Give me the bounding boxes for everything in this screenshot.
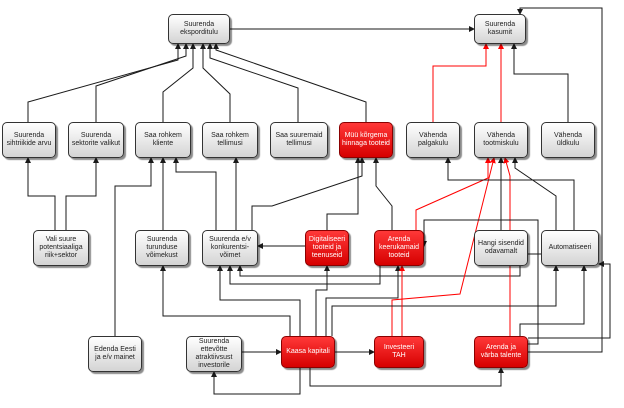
node-hangi-sisendid-odavamalt[interactable]: Hangi sisendid odavamalt xyxy=(474,230,528,266)
node-saa-rohkem-kliente[interactable]: Saa rohkem kliente xyxy=(135,122,191,158)
node-suurenda-turunduse-voimekust[interactable]: Suurenda turunduse võimekust xyxy=(135,230,189,266)
edge-auto-tootmiskulu xyxy=(512,157,557,230)
edge-sektor-eksport xyxy=(95,43,189,122)
node-investeeri-tah[interactable]: Investeeri TAH xyxy=(374,336,424,368)
edge-suuremaid-eksport xyxy=(207,43,299,122)
node-label: Müü kõrgema hinnaga tooteid xyxy=(342,132,390,147)
edge-kapital-digi xyxy=(315,265,330,336)
edge-palgakulu-kasum xyxy=(432,43,489,122)
node-label: Suurenda sihtriikide arvu xyxy=(6,132,52,147)
edge-talent-kasum-loop xyxy=(517,7,603,353)
node-label: Hangi sisendid odavamalt xyxy=(478,240,524,255)
node-suurenda-eksporditulu[interactable]: Suurenda eksporditulu xyxy=(168,14,230,44)
node-label: Suurenda kasumit xyxy=(484,21,516,36)
edge-auto-palgakulu xyxy=(445,157,575,230)
edge-kapital-talent xyxy=(309,367,504,387)
node-label: Suurenda turunduse võimekust xyxy=(146,236,178,259)
node-vali-suure-potentsiaaliga-riik-sektor[interactable]: Vali suure potentsiaaliga riik+sektor xyxy=(33,230,89,266)
edge-arenda-myyk xyxy=(373,157,393,230)
node-label: Vali suure potentsiaaliga riik+sektor xyxy=(39,236,83,259)
edge-kapital-arenda xyxy=(325,265,401,336)
node-suurenda-sektorite-valikut[interactable]: Suurenda sektorite valikut xyxy=(68,122,124,158)
node-vahenda-tootmiskulu[interactable]: Vähenda tootmiskulu xyxy=(474,122,528,158)
edge-kliente-eksport xyxy=(162,43,196,122)
node-label: Vähenda palgakulu xyxy=(418,132,448,147)
node-label: Vähenda tootmiskulu xyxy=(483,132,519,147)
node-label: Kaasa kapitali xyxy=(286,348,330,355)
node-label: Suurenda eksporditulu xyxy=(180,21,218,36)
node-arenda-ja-varba-talente[interactable]: Arenda ja värba talente xyxy=(474,336,528,368)
edge-vali-sektor xyxy=(65,157,99,230)
node-suurenda-sihtriikide-arvu[interactable]: Suurenda sihtriikide arvu xyxy=(2,122,56,158)
node-arenda-keerukamaid-tooteid[interactable]: Arenda keerukamaid tooteid xyxy=(374,230,424,266)
node-label: Investeeri TAH xyxy=(383,344,415,359)
edge-talent-auto xyxy=(519,265,587,336)
node-label: Vähenda üldkulu xyxy=(553,132,583,147)
node-label: Digitaliseeri tooteid ja teenuseid xyxy=(308,236,346,259)
node-label: Arenda ja värba talente xyxy=(480,344,522,359)
node-label: Edenda Eesti ja e/v mainet xyxy=(94,346,136,361)
edge-konkurents-myyk xyxy=(251,157,365,230)
edge-talent-auto2 xyxy=(528,261,611,339)
node-vahenda-palgakulu[interactable]: Vähenda palgakulu xyxy=(406,122,460,158)
node-label: Saa rohkem tellimusi xyxy=(211,132,249,147)
edge-talent-arenda-loop xyxy=(421,219,539,345)
node-saa-suuremaid-tellimusi[interactable]: Saa suuremaid tellimusi xyxy=(270,122,328,158)
edge-myyk-eksport xyxy=(213,43,367,122)
node-suurenda-ev-konkurentsivoimet[interactable]: Suurenda e/v konkurentsi- võimet xyxy=(202,230,258,266)
edge-kapital-auto xyxy=(331,265,559,336)
node-label: Suurenda sektorite valikut xyxy=(71,132,121,147)
node-label: Suurenda ettevõtte atraktiivsust investo… xyxy=(195,338,233,369)
node-suurenda-kasumit[interactable]: Suurenda kasumit xyxy=(474,14,526,44)
edge-kapital-konkurents xyxy=(217,265,301,336)
edge-kapital-turundus xyxy=(160,265,291,336)
edge-vali-sihtriik xyxy=(25,157,56,230)
node-automatiseeri[interactable]: Automatiseeri xyxy=(541,230,599,266)
edge-sihtriik-eksport xyxy=(27,43,181,122)
node-label: Automatiseeri xyxy=(548,244,592,251)
node-label: Saa suuremaid tellimusi xyxy=(275,132,323,147)
edge-digi-myyk xyxy=(326,157,361,230)
node-myy-korgema-hinnaga-tooteid[interactable]: Müü kõrgema hinnaga tooteid xyxy=(339,122,393,158)
edge-kapital-atraktiivsus xyxy=(211,368,301,395)
edge-arenda-konkurents xyxy=(227,265,381,285)
node-vahenda-uldkulu[interactable]: Vähenda üldkulu xyxy=(541,122,595,158)
edge-talent-tootmiskulu xyxy=(503,157,511,336)
node-label: Arenda keerukamaid tooteid xyxy=(378,236,420,259)
node-edenda-eesti-ja-ev-mainet[interactable]: Edenda Eesti ja e/v mainet xyxy=(88,336,142,372)
node-digitaliseeri-tooteid-ja-teenuseid[interactable]: Digitaliseeri tooteid ja teenuseid xyxy=(305,230,349,266)
node-kaasa-kapitali[interactable]: Kaasa kapitali xyxy=(281,336,335,368)
node-suurenda-ettevotte-atraktiivsust-investorile[interactable]: Suurenda ettevõtte atraktiivsust investo… xyxy=(186,336,242,372)
edge-tellimusi-eksport xyxy=(200,43,231,122)
edge-arenda-tootmiskulu xyxy=(415,157,491,230)
edge-tah-tootmiskulu xyxy=(391,157,496,336)
node-saa-rohkem-tellimusi[interactable]: Saa rohkem tellimusi xyxy=(202,122,258,158)
node-label: Suurenda e/v konkurentsi- võimet xyxy=(209,236,251,259)
edge-konkurents-kliente xyxy=(173,157,217,230)
edge-edenda-kliente xyxy=(114,157,154,336)
node-label: Saa rohkem kliente xyxy=(144,132,182,147)
edge-yldkulu-kasum xyxy=(511,43,569,122)
